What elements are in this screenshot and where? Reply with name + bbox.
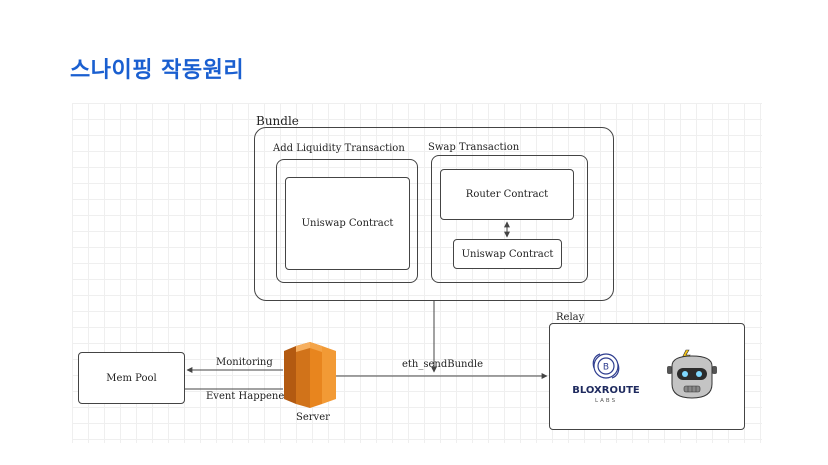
bundle-label: Bundle (256, 114, 299, 128)
bloxroute-name: BLOXROUTE (572, 385, 640, 396)
svg-text:B: B (603, 363, 609, 373)
uniswap-contract-swap: Uniswap Contract (453, 239, 562, 269)
mem-pool-text: Mem Pool (106, 372, 157, 384)
mem-pool: Mem Pool (78, 352, 185, 404)
server-label: Server (296, 412, 330, 423)
monitoring-label: Monitoring (216, 357, 273, 368)
eth-sendbundle-label: eth_sendBundle (402, 359, 484, 370)
relay-label: Relay (556, 312, 585, 323)
router-contract: Router Contract (440, 169, 574, 220)
uniswap-contract-swap-text: Uniswap Contract (461, 248, 554, 260)
server-aws-icon (284, 342, 336, 408)
uniswap-contract-add-text: Uniswap Contract (301, 218, 394, 229)
router-contract-text: Router Contract (465, 189, 549, 200)
add-liquidity-label: Add Liquidity Transaction (273, 143, 405, 154)
page-title: 스나이핑 작동원리 (70, 58, 245, 83)
uniswap-contract-add: Uniswap Contract (285, 177, 410, 270)
add-liquidity-group (276, 159, 418, 283)
swap-group (431, 155, 588, 283)
event-happened-label: Event Happened (206, 391, 291, 402)
bloxroute-sub: LABS (595, 398, 617, 404)
flashbots-robot-icon (667, 349, 717, 399)
bundle-group (254, 127, 614, 301)
bloxroute-logo-icon: B (592, 353, 620, 379)
swap-label: Swap Transaction (428, 142, 520, 153)
